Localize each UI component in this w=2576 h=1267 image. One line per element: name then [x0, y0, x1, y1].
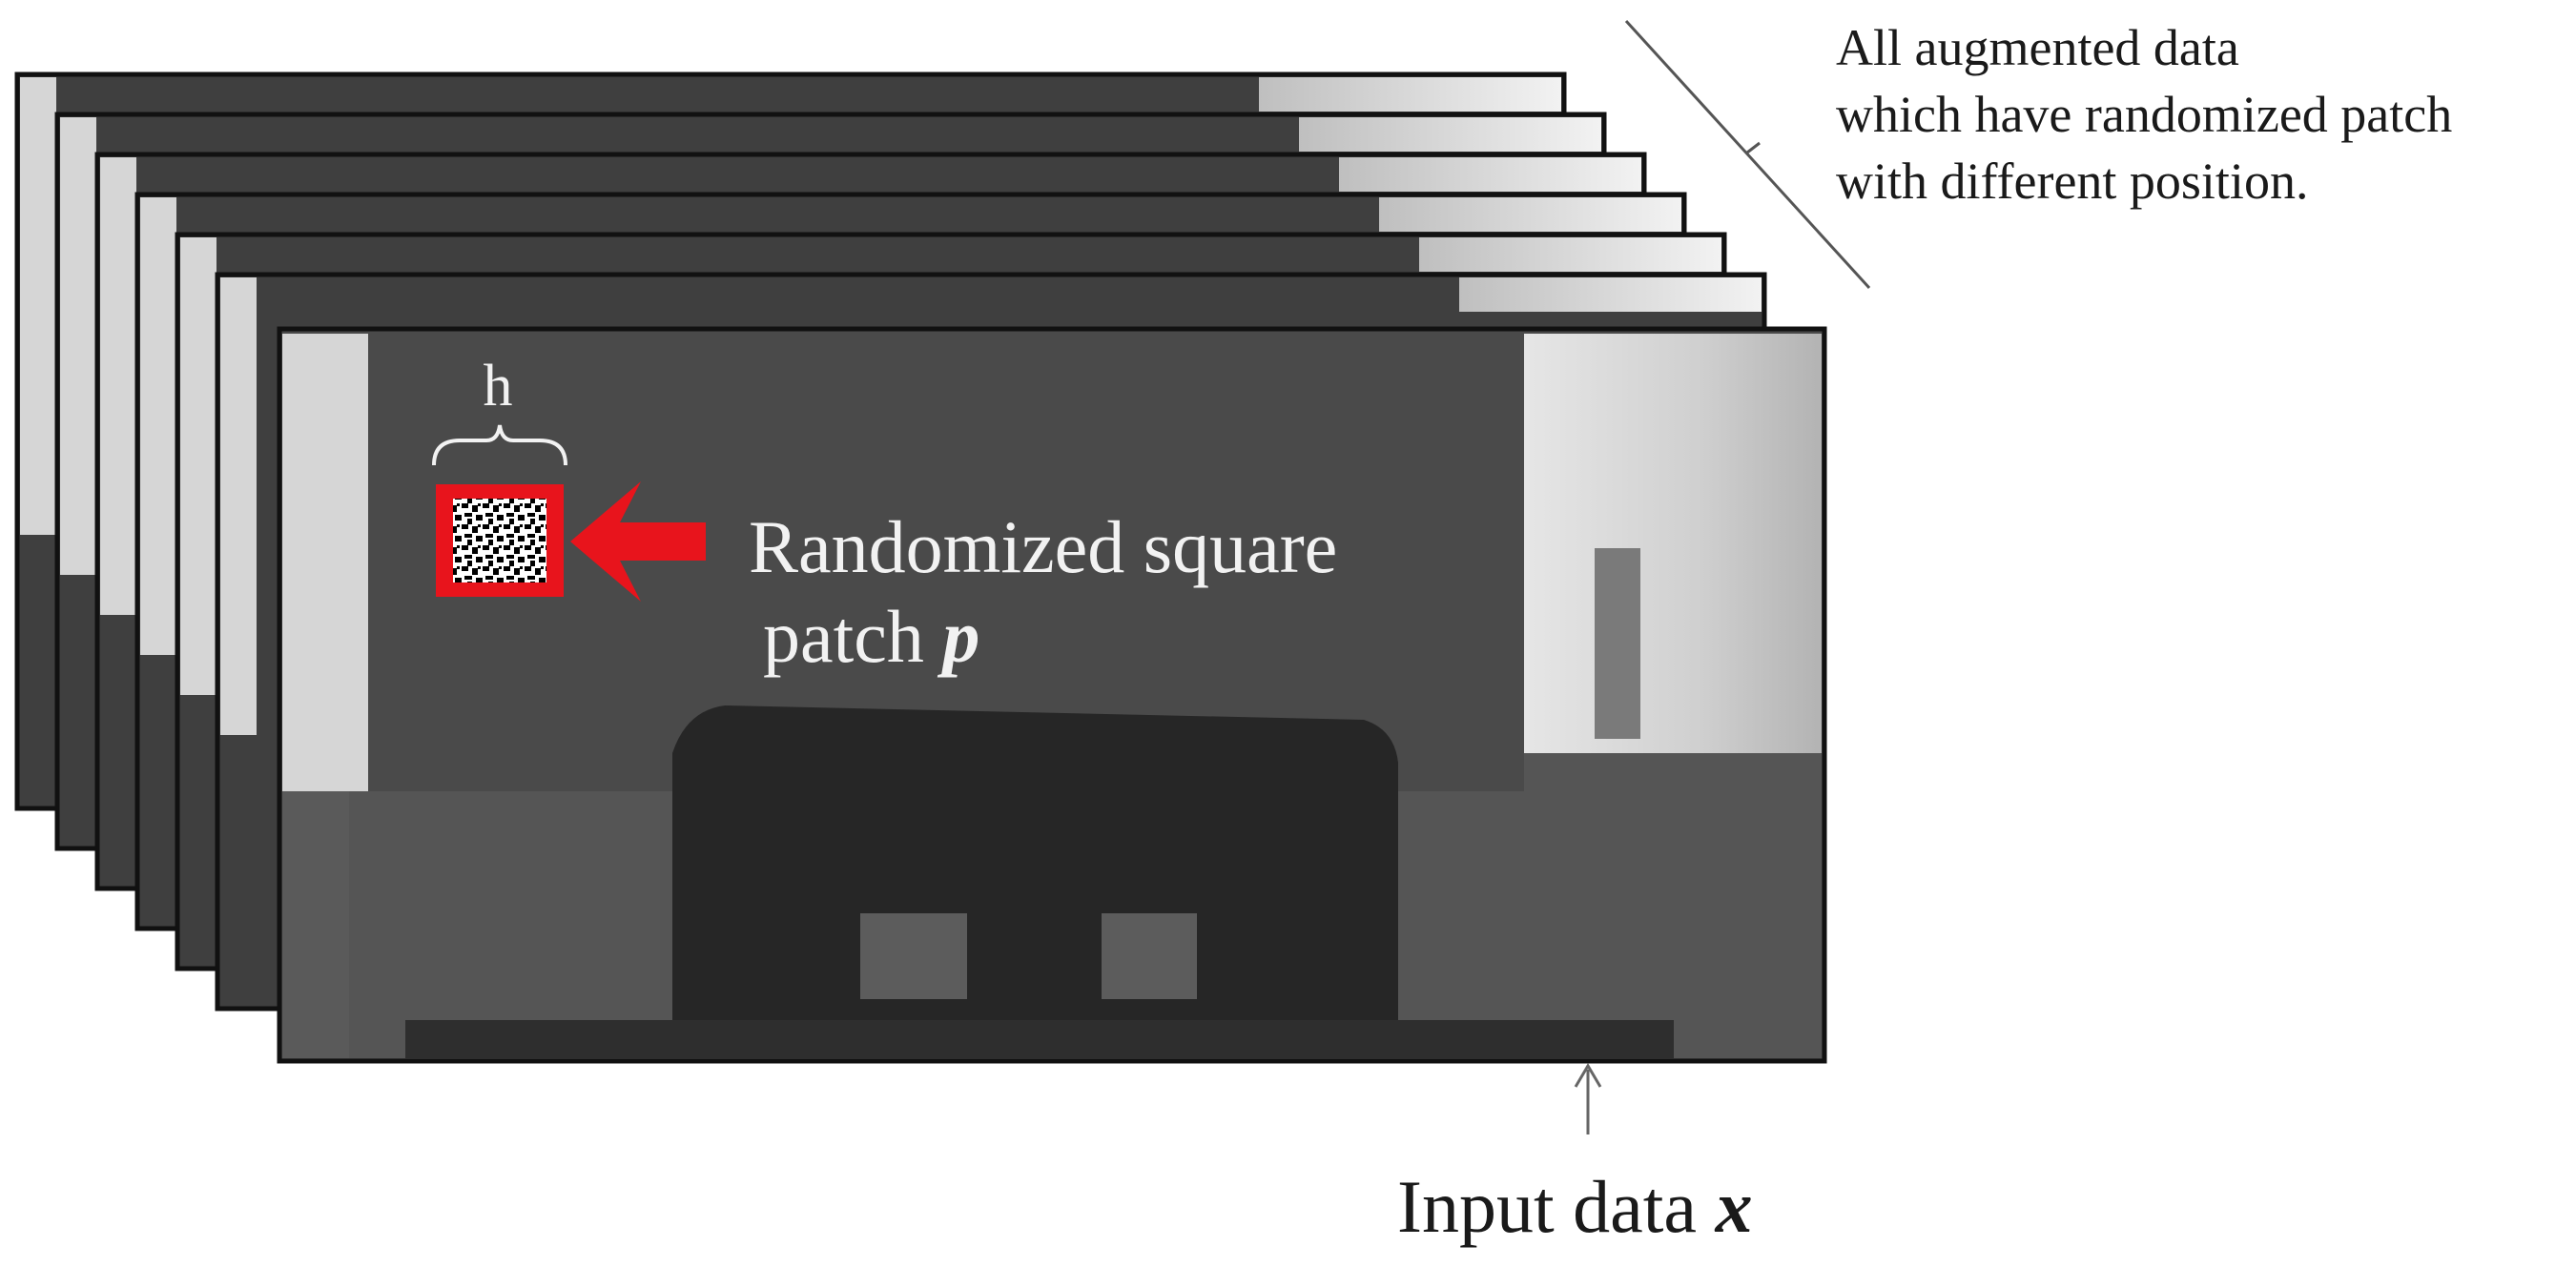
bottom-dark-strip	[405, 1020, 1674, 1058]
annotation-bracket	[1624, 19, 1871, 290]
right-wall-base	[1524, 753, 1822, 791]
input-data-frame: h Randomized square patch p	[277, 326, 1827, 1064]
randomized-patch-noise	[453, 499, 546, 582]
red-arrow	[570, 481, 706, 602]
left-wall-light	[282, 334, 368, 791]
furniture-opening-left	[860, 913, 967, 999]
right-wall-object	[1595, 548, 1640, 739]
annotation-line1: All augmented data	[1836, 19, 2239, 76]
patch-label-line2: patch p	[763, 595, 979, 678]
size-brace	[432, 424, 567, 466]
input-pointer-arrow	[1574, 1063, 1602, 1134]
dark-furniture	[672, 705, 1398, 1049]
left-wall-shadow	[282, 791, 349, 1058]
input-data-label: Input data x	[1397, 1165, 1753, 1248]
size-label: h	[484, 354, 513, 419]
furniture-opening-right	[1102, 913, 1197, 999]
annotation-line2: which have randomized patch	[1836, 86, 2452, 143]
right-wall-light	[1524, 334, 1822, 753]
annotation-line3: with different position.	[1836, 153, 2308, 210]
patch-label-line1: Randomized square	[749, 505, 1337, 588]
